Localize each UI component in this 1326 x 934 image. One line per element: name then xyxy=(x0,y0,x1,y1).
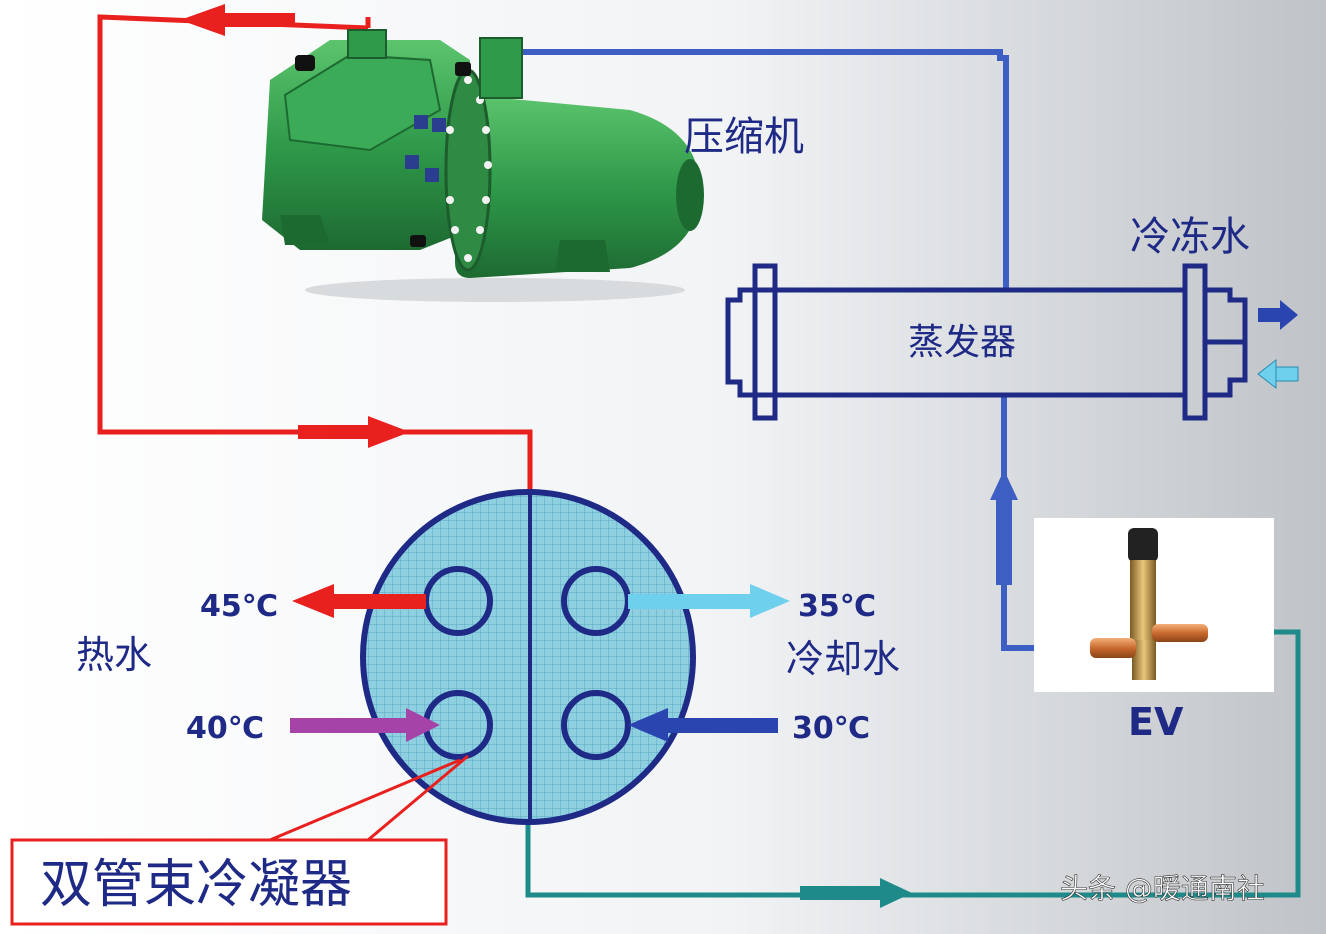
chilled-water-in-arrow xyxy=(1257,358,1299,390)
hot-water-label: 热水 xyxy=(76,633,152,677)
suction-line xyxy=(520,49,1009,290)
condenser-label-callout xyxy=(10,754,469,926)
cooling-water-out-arrow xyxy=(628,584,790,618)
compressor-illustration xyxy=(262,29,704,302)
condenser xyxy=(360,489,696,825)
hot-water-out-temp: 45℃ xyxy=(200,589,278,624)
cooling-water-in-temp: 30℃ xyxy=(792,711,870,746)
cooling-water-out-temp: 35℃ xyxy=(798,589,876,624)
evaporator-label: 蒸发器 xyxy=(908,322,1016,363)
compressor-label: 压缩机 xyxy=(684,114,804,160)
evaporator-feed-arrow xyxy=(990,470,1018,500)
hot-water-in-temp: 40℃ xyxy=(186,711,264,746)
condenser-label: 双管束冷凝器 xyxy=(40,855,352,915)
valve-label: EV xyxy=(1128,700,1184,744)
evaporator xyxy=(725,263,1248,421)
cooling-water-label: 冷却水 xyxy=(786,637,900,681)
chilled-water-out-arrow xyxy=(1258,300,1298,330)
liquid-arrow xyxy=(880,878,912,908)
hot-water-out-arrow xyxy=(292,584,426,618)
hot-water-in-arrow xyxy=(290,708,440,742)
discharge-arrow-top xyxy=(180,4,225,36)
expansion-valve-illustration xyxy=(1034,518,1274,692)
watermark: 头条 @暖通南社 xyxy=(1060,872,1265,905)
discharge-arrow-mid xyxy=(368,416,410,448)
cooling-water-in-arrow xyxy=(628,708,778,742)
chilled-water-label: 冷冻水 xyxy=(1130,214,1250,260)
